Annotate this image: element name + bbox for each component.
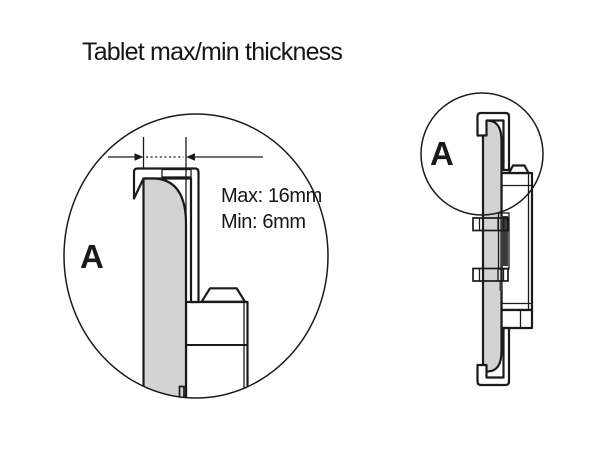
page-title: Tablet max/min thickness [82, 38, 343, 66]
tablet-bottom-notch [178, 385, 185, 398]
side-body-step-block [500, 308, 534, 330]
max-thickness-label: Max: 16mm [221, 185, 322, 207]
mount-body-section [184, 287, 249, 398]
detail-view-label: A [80, 238, 104, 275]
mount-body-bevel [200, 287, 247, 303]
tablet-cross-section [142, 177, 188, 398]
side-clip-upper [472, 217, 509, 232]
side-body-bevel [507, 164, 530, 175]
side-clip-lower [472, 267, 509, 282]
side-bottom-hook [476, 326, 511, 387]
side-view-label: A [430, 135, 454, 172]
detail-cross-section-view [108, 137, 263, 398]
side-tablet [481, 119, 503, 373]
thickness-values: Max: 16mm Min: 6mm [221, 184, 322, 235]
side-view [420, 92, 544, 387]
clamp-hook [132, 167, 200, 304]
arrowhead-left-icon [134, 153, 144, 161]
min-thickness-label: Min: 6mm [221, 210, 306, 233]
clamp-hook-step [161, 168, 192, 178]
slot-recess [501, 216, 508, 266]
mount-body [184, 300, 249, 398]
side-top-hook [476, 111, 511, 172]
slot-tick [499, 281, 503, 291]
side-magnifier-circle [420, 92, 544, 216]
thickness-dimension [108, 137, 263, 222]
detail-magnifier-circle [63, 113, 329, 399]
arrowhead-right-icon [186, 153, 195, 161]
